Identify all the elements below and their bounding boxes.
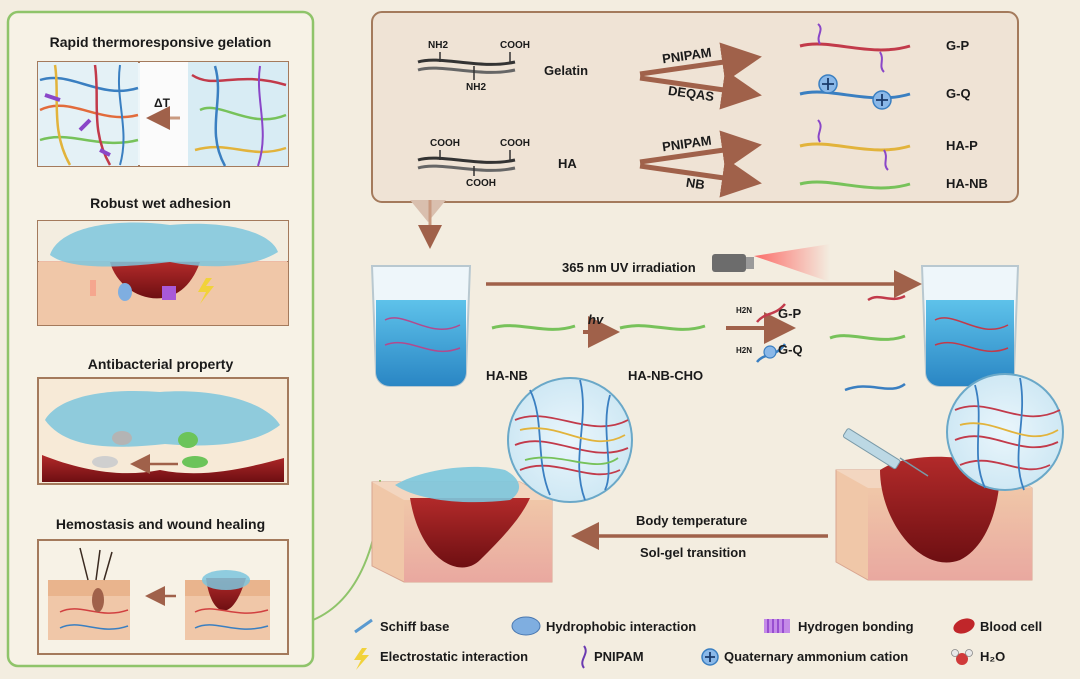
heading-antibacterial: Antibacterial property [87,356,234,372]
sol-gel-label: Sol-gel transition [640,545,747,560]
gq-nh2: H2N [736,346,753,355]
legend-pnipam: PNIPAM [594,649,644,664]
lightning-icon [354,648,369,670]
legend-quaternary-ammonium: Quaternary ammonium cation [724,649,909,664]
legend-blood-cell: Blood cell [980,619,1043,634]
heading-hemostasis: Hemostasis and wound healing [55,516,266,532]
hv-label: hv [588,312,604,327]
heading-adhesion: Robust wet adhesion [90,195,231,211]
arrow-label-nb: NB [685,174,706,193]
legend-electrostatic: Electrostatic interaction [380,649,529,664]
antibacterial-illustration [37,377,289,485]
left-panel [6,10,381,668]
gp-label: G-P [778,306,802,321]
product-gp: G-P [946,38,970,53]
ha-label: HA [558,156,577,171]
quaternary-ammonium-icon [701,648,719,666]
pnipam-icon [581,645,587,669]
legend-hydrogen-bonding: Hydrogen bonding [798,619,914,634]
ha-nb-cho-label: HA-NB-CHO [628,368,704,383]
gp-nh2: H2N [736,306,753,315]
uv-label: 365 nm UV irradiation [562,260,696,275]
bottom-row [371,373,1064,583]
schiff-base-icon [354,618,373,634]
legend-schiff-base: Schiff base [380,619,450,634]
adhesion-illustration [37,220,289,326]
middle-row [370,244,1020,392]
left-beaker [370,265,472,387]
delta-t-label: ΔT [154,96,170,110]
gq-label: G-Q [778,342,803,357]
product-hanb: HA-NB [946,176,988,191]
gelatin-cooh: COOH [500,40,530,51]
water-molecule-icon [951,649,973,665]
synthesis-panel [371,11,1019,249]
ha-cooh-a: COOH [430,138,460,149]
heading-gelation: Rapid thermoresponsive gelation [49,34,272,50]
hydrogen-bond-icon [764,619,790,633]
gelation-illustration [37,61,289,167]
right-beaker [920,265,1020,387]
gelatin-label: Gelatin [544,63,589,78]
hydrophobic-icon [511,616,541,636]
gelatin-nh2-a: NH2 [428,40,449,51]
ha-cooh-b: COOH [500,138,530,149]
body-temperature-label: Body temperature [636,513,748,528]
product-hap: HA-P [946,138,978,153]
ha-cooh-c: COOH [466,178,496,189]
product-gq: G-Q [946,86,971,101]
blood-cell-icon [953,618,975,634]
legend-hydrophobic: Hydrophobic interaction [546,619,697,634]
legend-water: H₂O [980,649,1006,664]
hemostasis-illustration [37,539,289,655]
ha-nb-label: HA-NB [486,368,528,383]
legend-icons [354,616,975,670]
gelatin-nh2-b: NH2 [466,82,487,93]
